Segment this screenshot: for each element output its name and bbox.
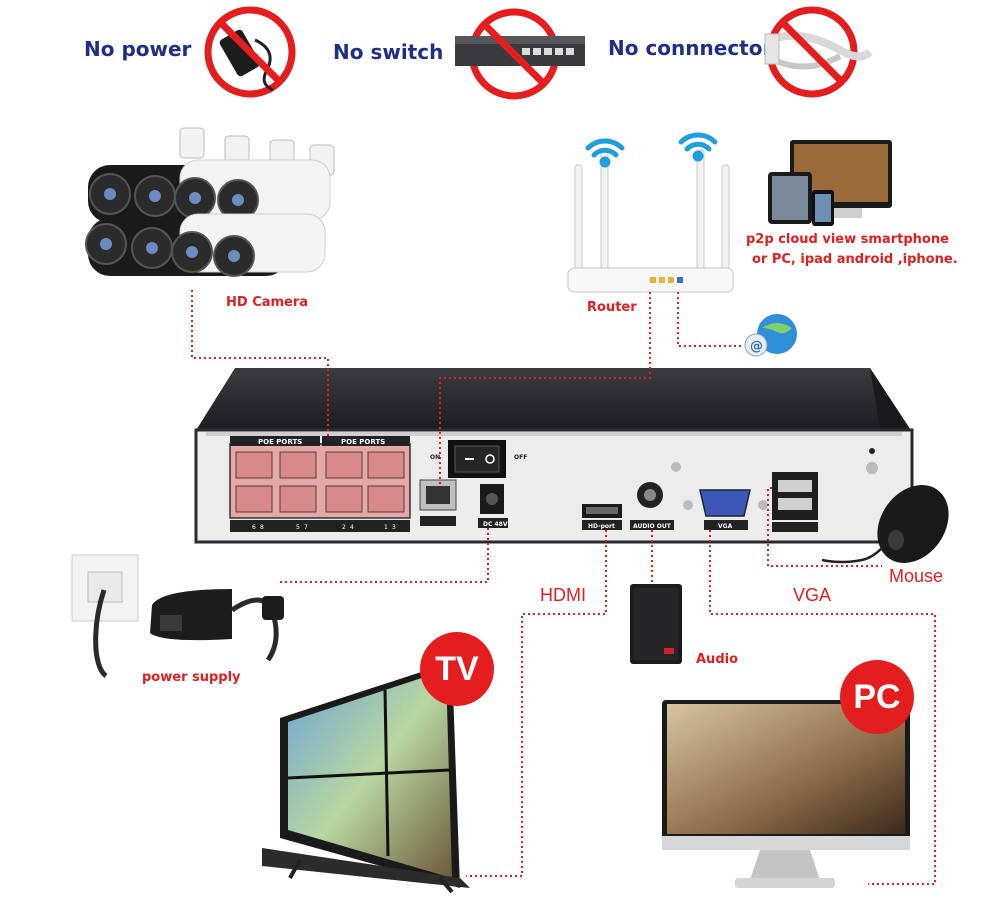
vga-label: VGA [793, 585, 832, 605]
nvr-device [194, 368, 914, 544]
dc-label: DC 48V [483, 521, 508, 528]
connection-lines [191, 290, 936, 885]
poe-ports-label-1: POE PORTS [258, 438, 302, 446]
hdmi-label: HDMI [540, 585, 586, 605]
mouse-icon [821, 485, 949, 564]
port-number: 3 [392, 524, 396, 531]
audio-label: Audio [696, 652, 739, 667]
no-switch-icon [455, 8, 585, 100]
no-power-icon [204, 6, 296, 98]
port-number: 5 [296, 524, 300, 531]
power-supply-label: power supply [142, 670, 241, 685]
pc-monitor-icon [662, 700, 910, 888]
hd-camera-label: HD Camera [226, 295, 309, 310]
p2p-label-line2: or PC, ipad android ,iphone. [752, 252, 958, 267]
port-number: 7 [304, 524, 308, 531]
no-connector-label: No connnector [608, 36, 773, 60]
hd-port-label: HD-port [588, 523, 615, 530]
mouse-label: Mouse [889, 566, 944, 586]
power-supply-icon [71, 554, 284, 678]
devices-icon [768, 140, 892, 226]
svg-text:@: @ [750, 339, 763, 354]
port-number: 4 [350, 524, 354, 531]
tv-badge: TV [420, 632, 494, 706]
poe-ports-label-2: POE PORTS [341, 438, 385, 446]
no-connector-icon [764, 6, 873, 98]
hd-camera-group [85, 127, 335, 277]
pc-badge: PC [840, 660, 914, 734]
speaker-icon [630, 584, 682, 664]
audio-out-label: AUDIO OUT [633, 523, 672, 530]
no-switch-label: No switch [333, 40, 444, 64]
port-number: 1 [384, 524, 388, 531]
globe-icon: @ [744, 314, 797, 357]
port-number: 6 [252, 524, 256, 531]
on-label: ON [430, 454, 440, 461]
router-label: Router [587, 300, 637, 315]
port-number: 2 [342, 524, 346, 531]
wifi-icon [585, 132, 718, 168]
router-icon [567, 149, 734, 293]
port-number: 8 [260, 524, 264, 531]
no-power-label: No power [84, 37, 192, 61]
off-label: OFF [514, 454, 527, 461]
vga-port-label: VGA [718, 523, 733, 530]
tv-icon [262, 662, 470, 894]
p2p-label-line1: p2p cloud view smartphone [746, 232, 949, 247]
